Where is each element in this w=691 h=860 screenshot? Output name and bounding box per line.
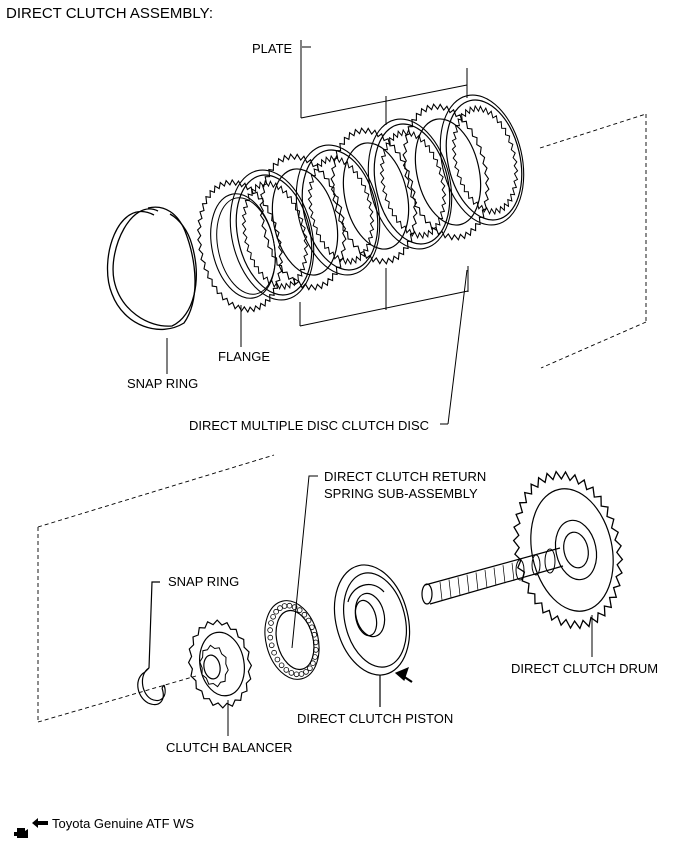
- plate-bracket-top: [300, 40, 468, 125]
- label-return-spring-line1: DIRECT CLUTCH RETURN: [324, 469, 487, 484]
- disc-bracket-bottom: [299, 266, 469, 425]
- clutch-ring-6: [402, 103, 490, 241]
- label-direct-multiple-disc-clutch-disc: DIRECT MULTIPLE DISC CLUTCH DISC: [189, 418, 430, 433]
- clutch-ring-5: [367, 118, 453, 250]
- clutch-plates-stack: [229, 94, 525, 301]
- left-arrow-icon: [32, 818, 48, 828]
- leader-lines-top: [166, 305, 242, 374]
- label-clutch-balancer: CLUTCH BALANCER: [166, 740, 293, 755]
- clutch-ring-3: [295, 144, 381, 276]
- direct-clutch-drum-part: [421, 470, 624, 630]
- clutch-ring-4: [330, 127, 418, 265]
- label-snap-ring-top: SNAP RING: [127, 376, 199, 391]
- snap-ring-top-part: [106, 206, 197, 331]
- return-spring-part: [264, 600, 320, 680]
- page-title: DIRECT CLUTCH ASSEMBLY:: [6, 5, 213, 22]
- direct-clutch-piston-part: [333, 564, 411, 707]
- top-dashed-plane: [539, 113, 647, 369]
- bottom-dashed-plane: [37, 454, 275, 723]
- atf-apply-arrow: [394, 666, 413, 683]
- label-plate: PLATE: [252, 41, 293, 56]
- snap-ring-bottom-part: [137, 581, 166, 706]
- clutch-ring-1: [229, 169, 315, 301]
- label-direct-clutch-drum: DIRECT CLUTCH DRUM: [511, 661, 659, 676]
- clutch-balancer-part: [187, 619, 253, 709]
- leader-lines-bottom: [227, 475, 593, 736]
- label-snap-ring-bottom: SNAP RING: [168, 574, 240, 589]
- flange-part: [196, 178, 284, 314]
- label-return-spring-line2: SPRING SUB-ASSEMBLY: [324, 486, 478, 501]
- label-flange: FLANGE: [218, 349, 271, 364]
- clutch-ring-2: [259, 153, 347, 291]
- label-direct-clutch-piston: DIRECT CLUTCH PISTON: [297, 711, 454, 726]
- oil-can-icon: [14, 828, 28, 838]
- legend-text: Toyota Genuine ATF WS: [52, 816, 195, 831]
